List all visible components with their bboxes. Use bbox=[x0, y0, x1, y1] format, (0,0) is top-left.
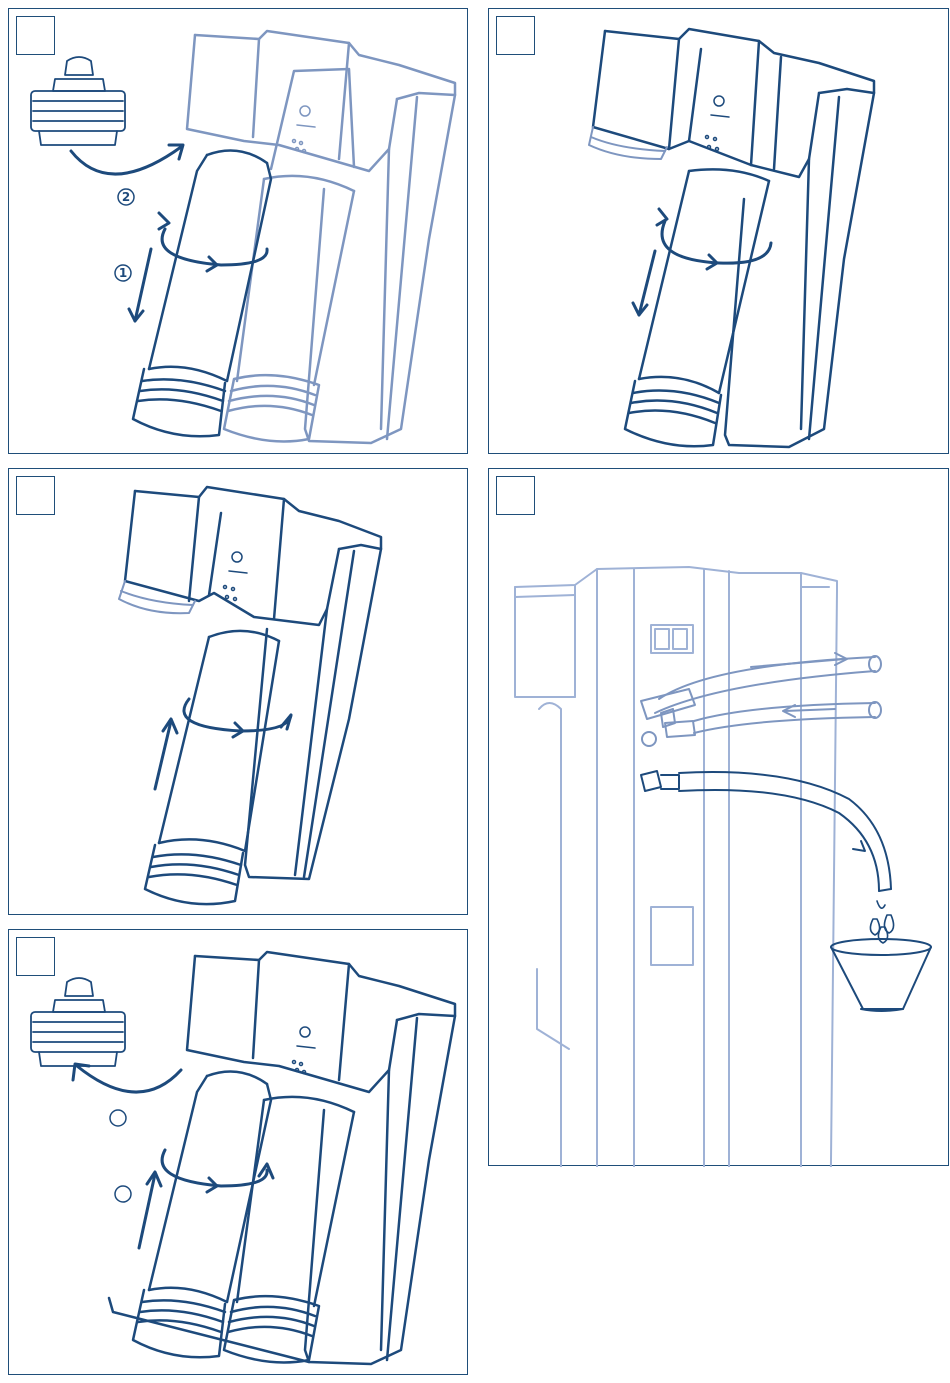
illustration-flush-connection bbox=[489, 469, 950, 1167]
straight-arrow-icon bbox=[139, 1172, 161, 1248]
badge-1: 1 bbox=[119, 266, 127, 280]
straight-arrow-icon bbox=[129, 249, 151, 321]
step-panel-4 bbox=[8, 929, 468, 1375]
step-panel-2 bbox=[488, 8, 949, 454]
brand-logo-icon bbox=[293, 1027, 316, 1074]
brand-logo-icon bbox=[224, 552, 248, 601]
filter-head-icon bbox=[589, 127, 667, 159]
filter-head-icon bbox=[31, 978, 125, 1066]
filter-cartridge bbox=[145, 631, 279, 904]
step-panel-3 bbox=[8, 468, 468, 915]
straight-arrow-icon bbox=[73, 1064, 181, 1092]
water-drop-icon bbox=[870, 901, 893, 943]
filter-head-icon bbox=[31, 57, 125, 145]
rotate-arrow-icon bbox=[184, 699, 291, 737]
step-panel-5 bbox=[488, 468, 949, 1166]
filter-cartridge bbox=[133, 1072, 271, 1358]
brand-logo-icon bbox=[706, 96, 730, 151]
badge-2: 2 bbox=[122, 190, 130, 204]
straight-arrow-icon bbox=[633, 251, 655, 315]
step-badges bbox=[110, 1110, 131, 1202]
filter-cartridge bbox=[133, 151, 271, 437]
rotate-arrow-icon bbox=[657, 209, 771, 269]
illustration-insert-cartridge bbox=[9, 469, 469, 916]
step-panel-1: 2 1 bbox=[8, 8, 468, 454]
connection-panel bbox=[651, 625, 693, 965]
illustration-remove-cartridge bbox=[489, 9, 950, 455]
illustration-insert-filter-head bbox=[9, 930, 469, 1376]
flush-hose bbox=[641, 771, 891, 891]
supply-hoses bbox=[641, 653, 881, 746]
brand-logo-icon bbox=[293, 106, 316, 153]
illustration-remove-filter: 2 1 bbox=[9, 9, 469, 455]
unit-housing bbox=[515, 567, 837, 1167]
bucket-icon bbox=[831, 939, 931, 1011]
step-badges: 2 1 bbox=[115, 189, 134, 281]
straight-arrow-icon bbox=[71, 145, 183, 174]
